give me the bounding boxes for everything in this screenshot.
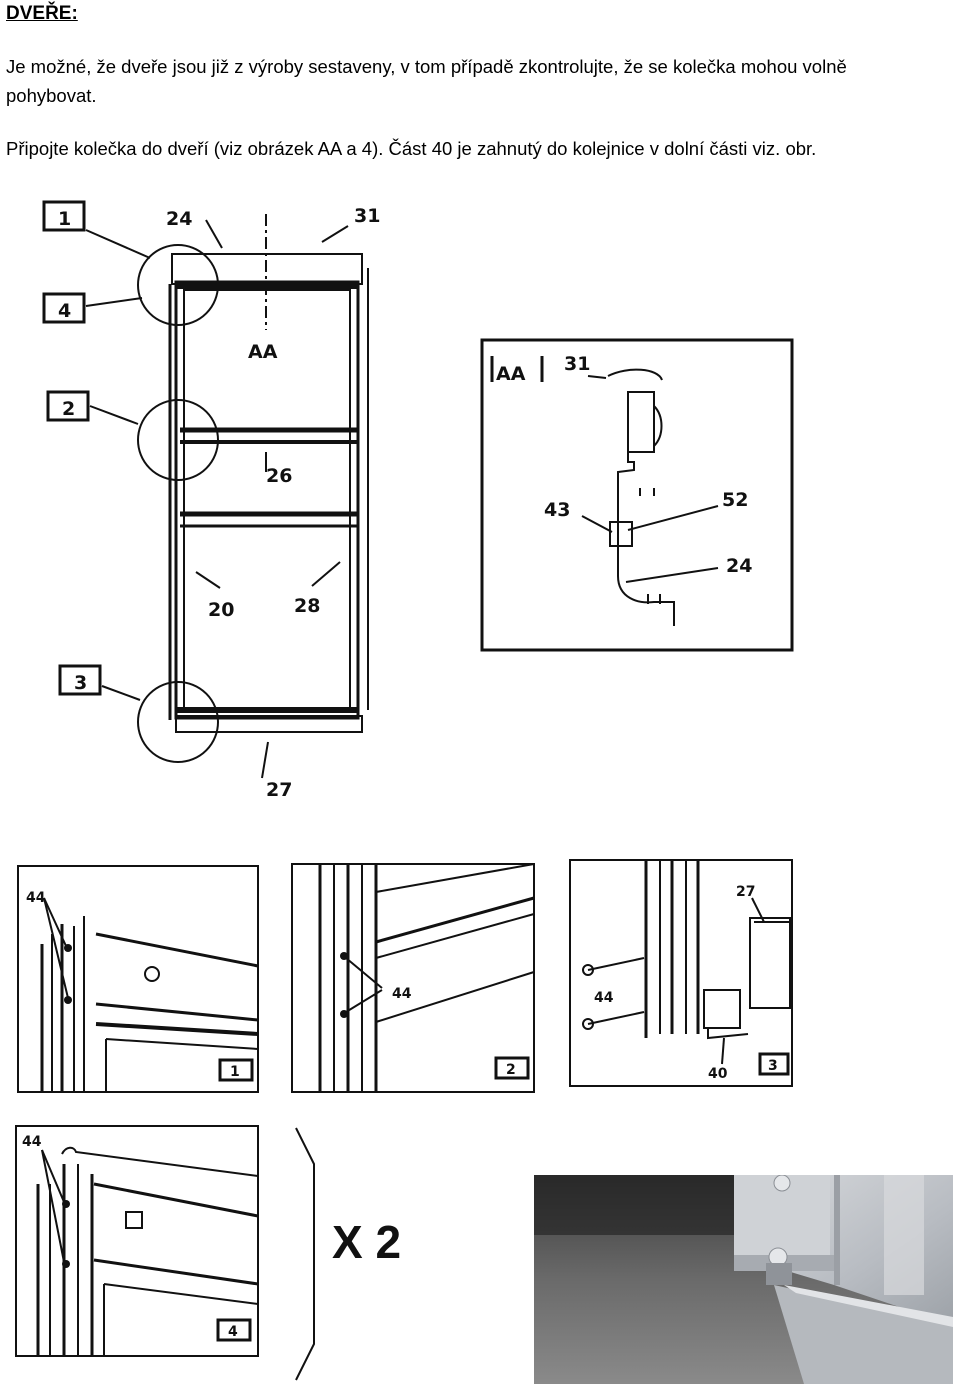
callout-24: 24 xyxy=(166,208,192,230)
fig2-callout-44: 44 xyxy=(392,986,412,1002)
fig3-number: 3 xyxy=(768,1058,778,1074)
callout-aa: AA xyxy=(248,341,278,363)
callout-20: 20 xyxy=(208,599,234,621)
detail-aa-figure: AA 31 43 52 24 xyxy=(478,336,798,654)
fig1-number: 1 xyxy=(230,1064,240,1080)
detail-box-3 xyxy=(58,664,102,696)
detail-box-1 xyxy=(42,200,86,232)
box-label-1: 1 xyxy=(58,208,71,230)
multiplier-text: X 2 xyxy=(332,1216,401,1268)
fig3-callout-40: 40 xyxy=(708,1066,728,1082)
callout-27: 27 xyxy=(266,779,292,801)
detail-aa-svg: AA 31 43 52 24 xyxy=(480,338,794,652)
intro-paragraph: Je možné, že dveře jsou již z výroby ses… xyxy=(6,56,847,106)
box-label-4: 4 xyxy=(58,300,71,322)
fig2-number: 2 xyxy=(506,1062,516,1078)
aa-callout-31: 31 xyxy=(564,353,590,375)
fig4-number: 4 xyxy=(228,1324,238,1340)
callout-28: 28 xyxy=(294,595,320,617)
page-heading: DVEŘE: xyxy=(6,3,78,24)
detail-aa-title: AA xyxy=(496,363,526,385)
door-frame-svg: 1 4 2 3 24 31 AA 26 20 28 27 xyxy=(42,200,380,801)
box-label-3: 3 xyxy=(74,672,87,694)
multiplier-block: X 2 xyxy=(292,1124,442,1384)
detail-figure-3: 27 44 40 3 xyxy=(568,858,796,1090)
aa-callout-24: 24 xyxy=(726,555,752,577)
fig4-callout-44: 44 xyxy=(22,1134,42,1150)
aa-callout-43: 43 xyxy=(544,499,570,521)
fig3-callout-44: 44 xyxy=(594,990,614,1006)
fig1-callout-44: 44 xyxy=(26,890,46,906)
callout-31: 31 xyxy=(354,205,380,227)
detail-figure-4: 44 4 xyxy=(14,1124,262,1360)
door-frame-diagram: 1 4 2 3 24 31 AA 26 20 28 27 xyxy=(30,190,410,810)
instruction-paragraph: Připojte kolečka do dveří (viz obrázek A… xyxy=(6,138,817,159)
detail-figure-2: 44 2 xyxy=(290,862,538,1096)
detail-box-2 xyxy=(46,390,90,422)
callout-26: 26 xyxy=(266,465,292,487)
aa-callout-52: 52 xyxy=(722,489,748,511)
door-roller-photo xyxy=(534,1175,953,1384)
detail-figure-1: 44 1 xyxy=(16,864,262,1096)
box-label-2: 2 xyxy=(62,398,75,420)
fig3-callout-27: 27 xyxy=(736,884,755,900)
detail-box-4 xyxy=(42,292,86,324)
